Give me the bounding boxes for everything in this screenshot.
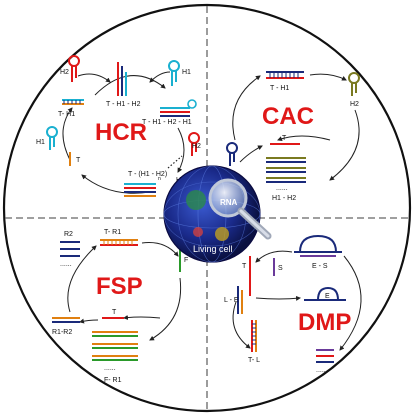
fsp-r2-strands-icon xyxy=(60,241,80,257)
dmp-label-e-s: E - S xyxy=(312,263,328,270)
hcr-dotted-chain xyxy=(167,155,183,169)
fsp-arrow-right xyxy=(149,277,182,341)
cac-label-h2: H2 xyxy=(350,101,359,108)
dmp-e-s-hairpin-icon xyxy=(294,234,342,257)
hcr-h2-hairpin-icon xyxy=(68,55,80,82)
center-rna-label: RNA xyxy=(220,198,238,207)
hcr-label-t: T xyxy=(76,157,81,164)
cac-label-t-h1: T - H1 xyxy=(270,85,289,92)
cac-h1-hairpin-icon xyxy=(226,142,238,166)
dmp-quadrant: DMP E - S T S L - E E xyxy=(224,234,362,374)
fsp-arrow-to-t xyxy=(123,315,161,320)
cac-arrow-right xyxy=(329,109,360,181)
fsp-label-dots-left: ...... xyxy=(60,261,72,268)
fsp-t-r1-duplex-icon xyxy=(100,239,138,246)
dmp-l-e-duplex-icon xyxy=(237,286,243,314)
fsp-label-t-r1: T- R1 xyxy=(104,229,121,236)
cac-arrow-left xyxy=(232,75,261,141)
hcr-title: HCR xyxy=(95,119,147,146)
dmp-title: DMP xyxy=(298,309,351,336)
dmp-e-hairpin-icon xyxy=(304,286,346,301)
cac-label-t: T xyxy=(282,135,287,142)
dmp-s-stack-icon xyxy=(316,349,334,363)
hcr-h1-hairpin-icon xyxy=(168,60,180,86)
fsp-r1-r2-duplex-icon xyxy=(52,317,80,323)
hcr-label-n: n xyxy=(158,176,161,182)
fsp-f-r1-stack-icon xyxy=(92,331,138,361)
hcr-label-h2-right: H2 xyxy=(192,143,201,150)
dmp-label-t: T xyxy=(242,263,247,270)
dmp-label-s: S xyxy=(278,265,283,272)
fsp-label-r1-r2: R1-R2 xyxy=(52,329,72,336)
cac-quadrant: CAC T - H1 H2 T xyxy=(226,71,360,202)
dmp-t-l-duplex-icon xyxy=(251,320,257,352)
hcr-h2-feed-arrow xyxy=(77,73,111,83)
hcr-h2-right-hairpin-icon xyxy=(188,132,200,156)
dmp-arrow-right xyxy=(339,255,362,351)
hcr-label-t-h1-h2: T - H1 - H2 xyxy=(106,101,141,108)
magnifier-icon xyxy=(208,178,272,240)
dmp-label-e: E xyxy=(325,293,330,300)
cac-title: CAC xyxy=(262,103,314,130)
hcr-label-t-h1-h2-h1: T - H1 - H2 - H1 xyxy=(142,119,192,126)
dmp-arrow-top xyxy=(255,250,293,263)
cac-arrow-top xyxy=(309,73,347,81)
hcr-cycle-arrow-top xyxy=(94,75,166,96)
fsp-arrow-top xyxy=(141,242,179,257)
hcr-cycle-arrow-left xyxy=(62,107,73,161)
hcr-t-h1-duplex-icon xyxy=(62,99,84,105)
dmp-arrow-mid xyxy=(255,295,301,301)
fsp-quadrant: FSP R2 ...... T- R1 F xyxy=(52,229,188,384)
hcr-quadrant: HCR H2 H1 T - H1 - H2 xyxy=(36,55,201,197)
cac-h2-hairpin-icon xyxy=(348,72,360,96)
cac-h1-h2-stack-icon xyxy=(266,157,306,183)
hcr-label-t-h1: T- H1 xyxy=(58,111,75,118)
fsp-arrow-to-r1r2 xyxy=(79,318,99,324)
cac-arrow-h1 xyxy=(239,145,263,163)
dmp-label-l-e: L - E xyxy=(224,297,239,304)
living-cell: RNA Living cell xyxy=(163,165,272,263)
fsp-label-r2: R2 xyxy=(64,231,73,238)
fsp-label-f-r1: F- R1 xyxy=(104,377,122,384)
cac-label-dots: ...... xyxy=(276,185,288,192)
fsp-label-dots-bottom: ...... xyxy=(104,365,116,372)
hcr-label-h1-left: H1 xyxy=(36,139,45,146)
cac-t-h1-duplex-icon xyxy=(266,71,304,79)
hcr-cycle-arrow-right xyxy=(177,127,185,173)
hcr-h1-left-hairpin-icon xyxy=(46,126,58,150)
cac-label-h1-h2: H1 - H2 xyxy=(272,195,296,202)
hcr-t-h1-h2-h1-duplex-icon xyxy=(160,99,197,117)
fsp-title: FSP xyxy=(96,273,143,300)
hcr-label-h1-top: H1 xyxy=(182,69,191,76)
hcr-label-h2: H2 xyxy=(60,69,69,76)
hcr-h1-feed-arrow xyxy=(149,71,171,83)
hcr-polymer-icon xyxy=(124,183,156,197)
dmp-label-t-l: T- L xyxy=(248,357,260,364)
center-caption: Living cell xyxy=(193,244,233,254)
fsp-label-f: F xyxy=(184,257,188,264)
cac-arrow-middle xyxy=(277,135,331,141)
fsp-label-t: T xyxy=(112,309,117,316)
dmp-label-dots: ...... xyxy=(316,367,328,374)
fsp-arrow-left-up xyxy=(67,245,97,313)
hcr-t-h1-h2-duplex-icon xyxy=(117,62,127,96)
hcr-label-t-h1h2-n: T - (H1 - H2) xyxy=(128,171,167,178)
dmp-arrow-down xyxy=(232,301,251,349)
